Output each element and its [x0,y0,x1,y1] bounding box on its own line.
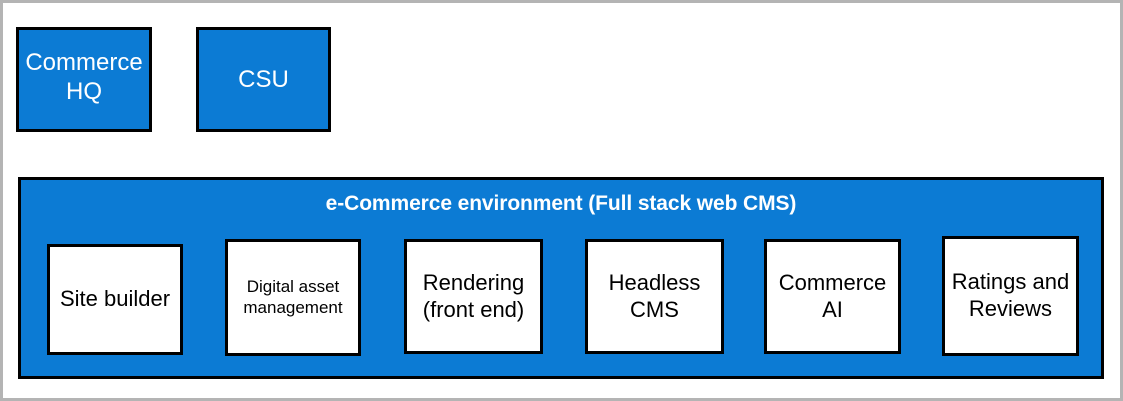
capability-box-digital-asset-management[interactable]: Digital asset management [225,239,361,356]
tile-commerce-hq-label: Commerce HQ [25,49,143,106]
capability-label-ratings-and-reviews: Ratings and Reviews [951,269,1070,321]
environment-title: e-Commerce environment (Full stack web C… [325,192,797,215]
capability-box-ratings-and-reviews[interactable]: Ratings and Reviews [942,236,1079,356]
tile-commerce-hq[interactable]: Commerce HQ [16,27,152,132]
capability-box-rendering-front-end[interactable]: Rendering (front end) [404,239,543,354]
capability-box-site-builder[interactable]: Site builder [47,244,183,355]
capability-label-headless-cms: Headless CMS [608,269,701,322]
tile-csu-label: CSU [238,65,289,93]
capability-label-commerce-ai: Commerce AI [778,269,887,322]
capability-label-site-builder: Site builder [59,286,171,312]
capability-box-commerce-ai[interactable]: Commerce AI [764,239,901,354]
tile-csu[interactable]: CSU [196,27,331,132]
capability-box-headless-cms[interactable]: Headless CMS [585,239,724,354]
e-commerce-environment-banner: e-Commerce environment (Full stack web C… [18,177,1104,379]
capability-label-rendering-front-end: Rendering (front end) [422,269,525,322]
capability-label-digital-asset-management: Digital asset management [243,276,343,317]
